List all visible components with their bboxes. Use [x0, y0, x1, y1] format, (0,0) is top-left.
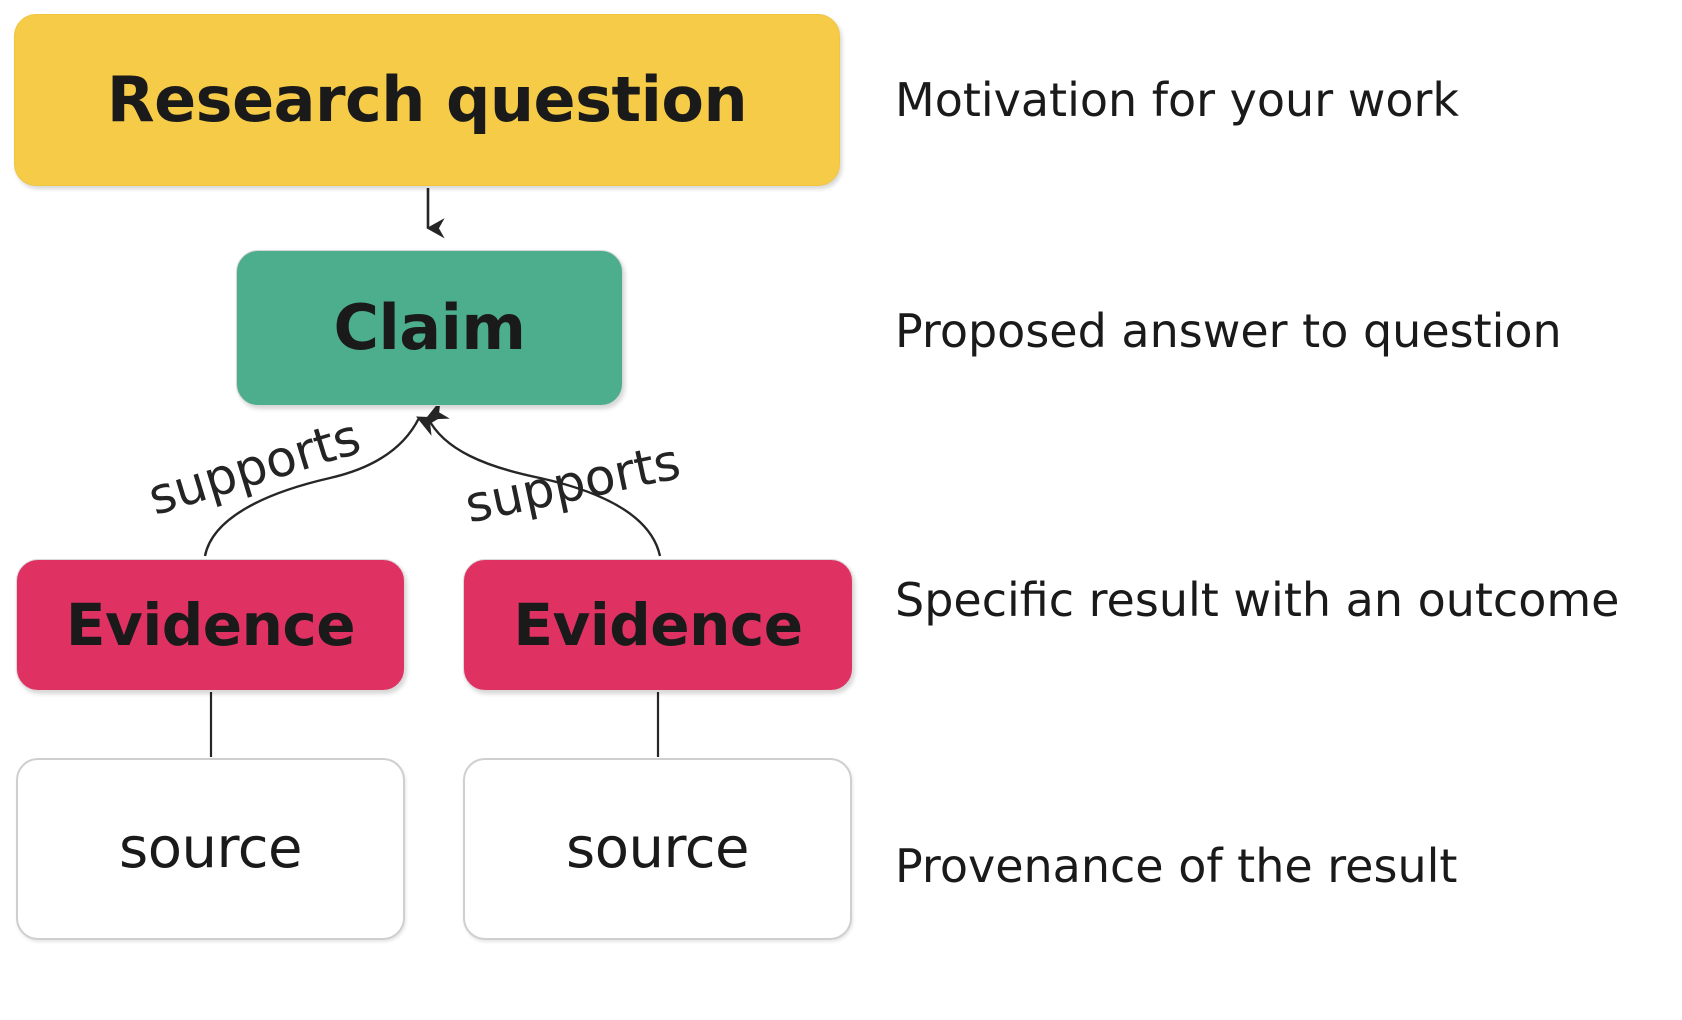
annotation-source: Provenance of the result [895, 839, 1458, 893]
node-claim-label: Claim [333, 291, 526, 364]
node-research-question-label: Research question [106, 63, 748, 136]
edge-label-supports-left: supports [141, 407, 367, 527]
node-source-left-label: source [119, 816, 302, 881]
node-research-question[interactable]: Research question [14, 14, 840, 186]
node-evidence-right-label: Evidence [513, 591, 803, 659]
annotation-evidence: Specific result with an outcome [895, 573, 1620, 627]
node-source-right[interactable]: source [463, 758, 852, 940]
annotation-claim: Proposed answer to question [895, 304, 1562, 358]
annotation-research-question: Motivation for your work [895, 73, 1460, 127]
node-source-right-label: source [566, 816, 749, 881]
node-claim[interactable]: Claim [236, 250, 623, 406]
node-evidence-left-label: Evidence [65, 591, 356, 659]
node-source-left[interactable]: source [16, 758, 405, 940]
node-evidence-left[interactable]: Evidence [16, 559, 405, 691]
node-evidence-right[interactable]: Evidence [463, 559, 853, 691]
edge-label-supports-right: supports [459, 432, 686, 535]
